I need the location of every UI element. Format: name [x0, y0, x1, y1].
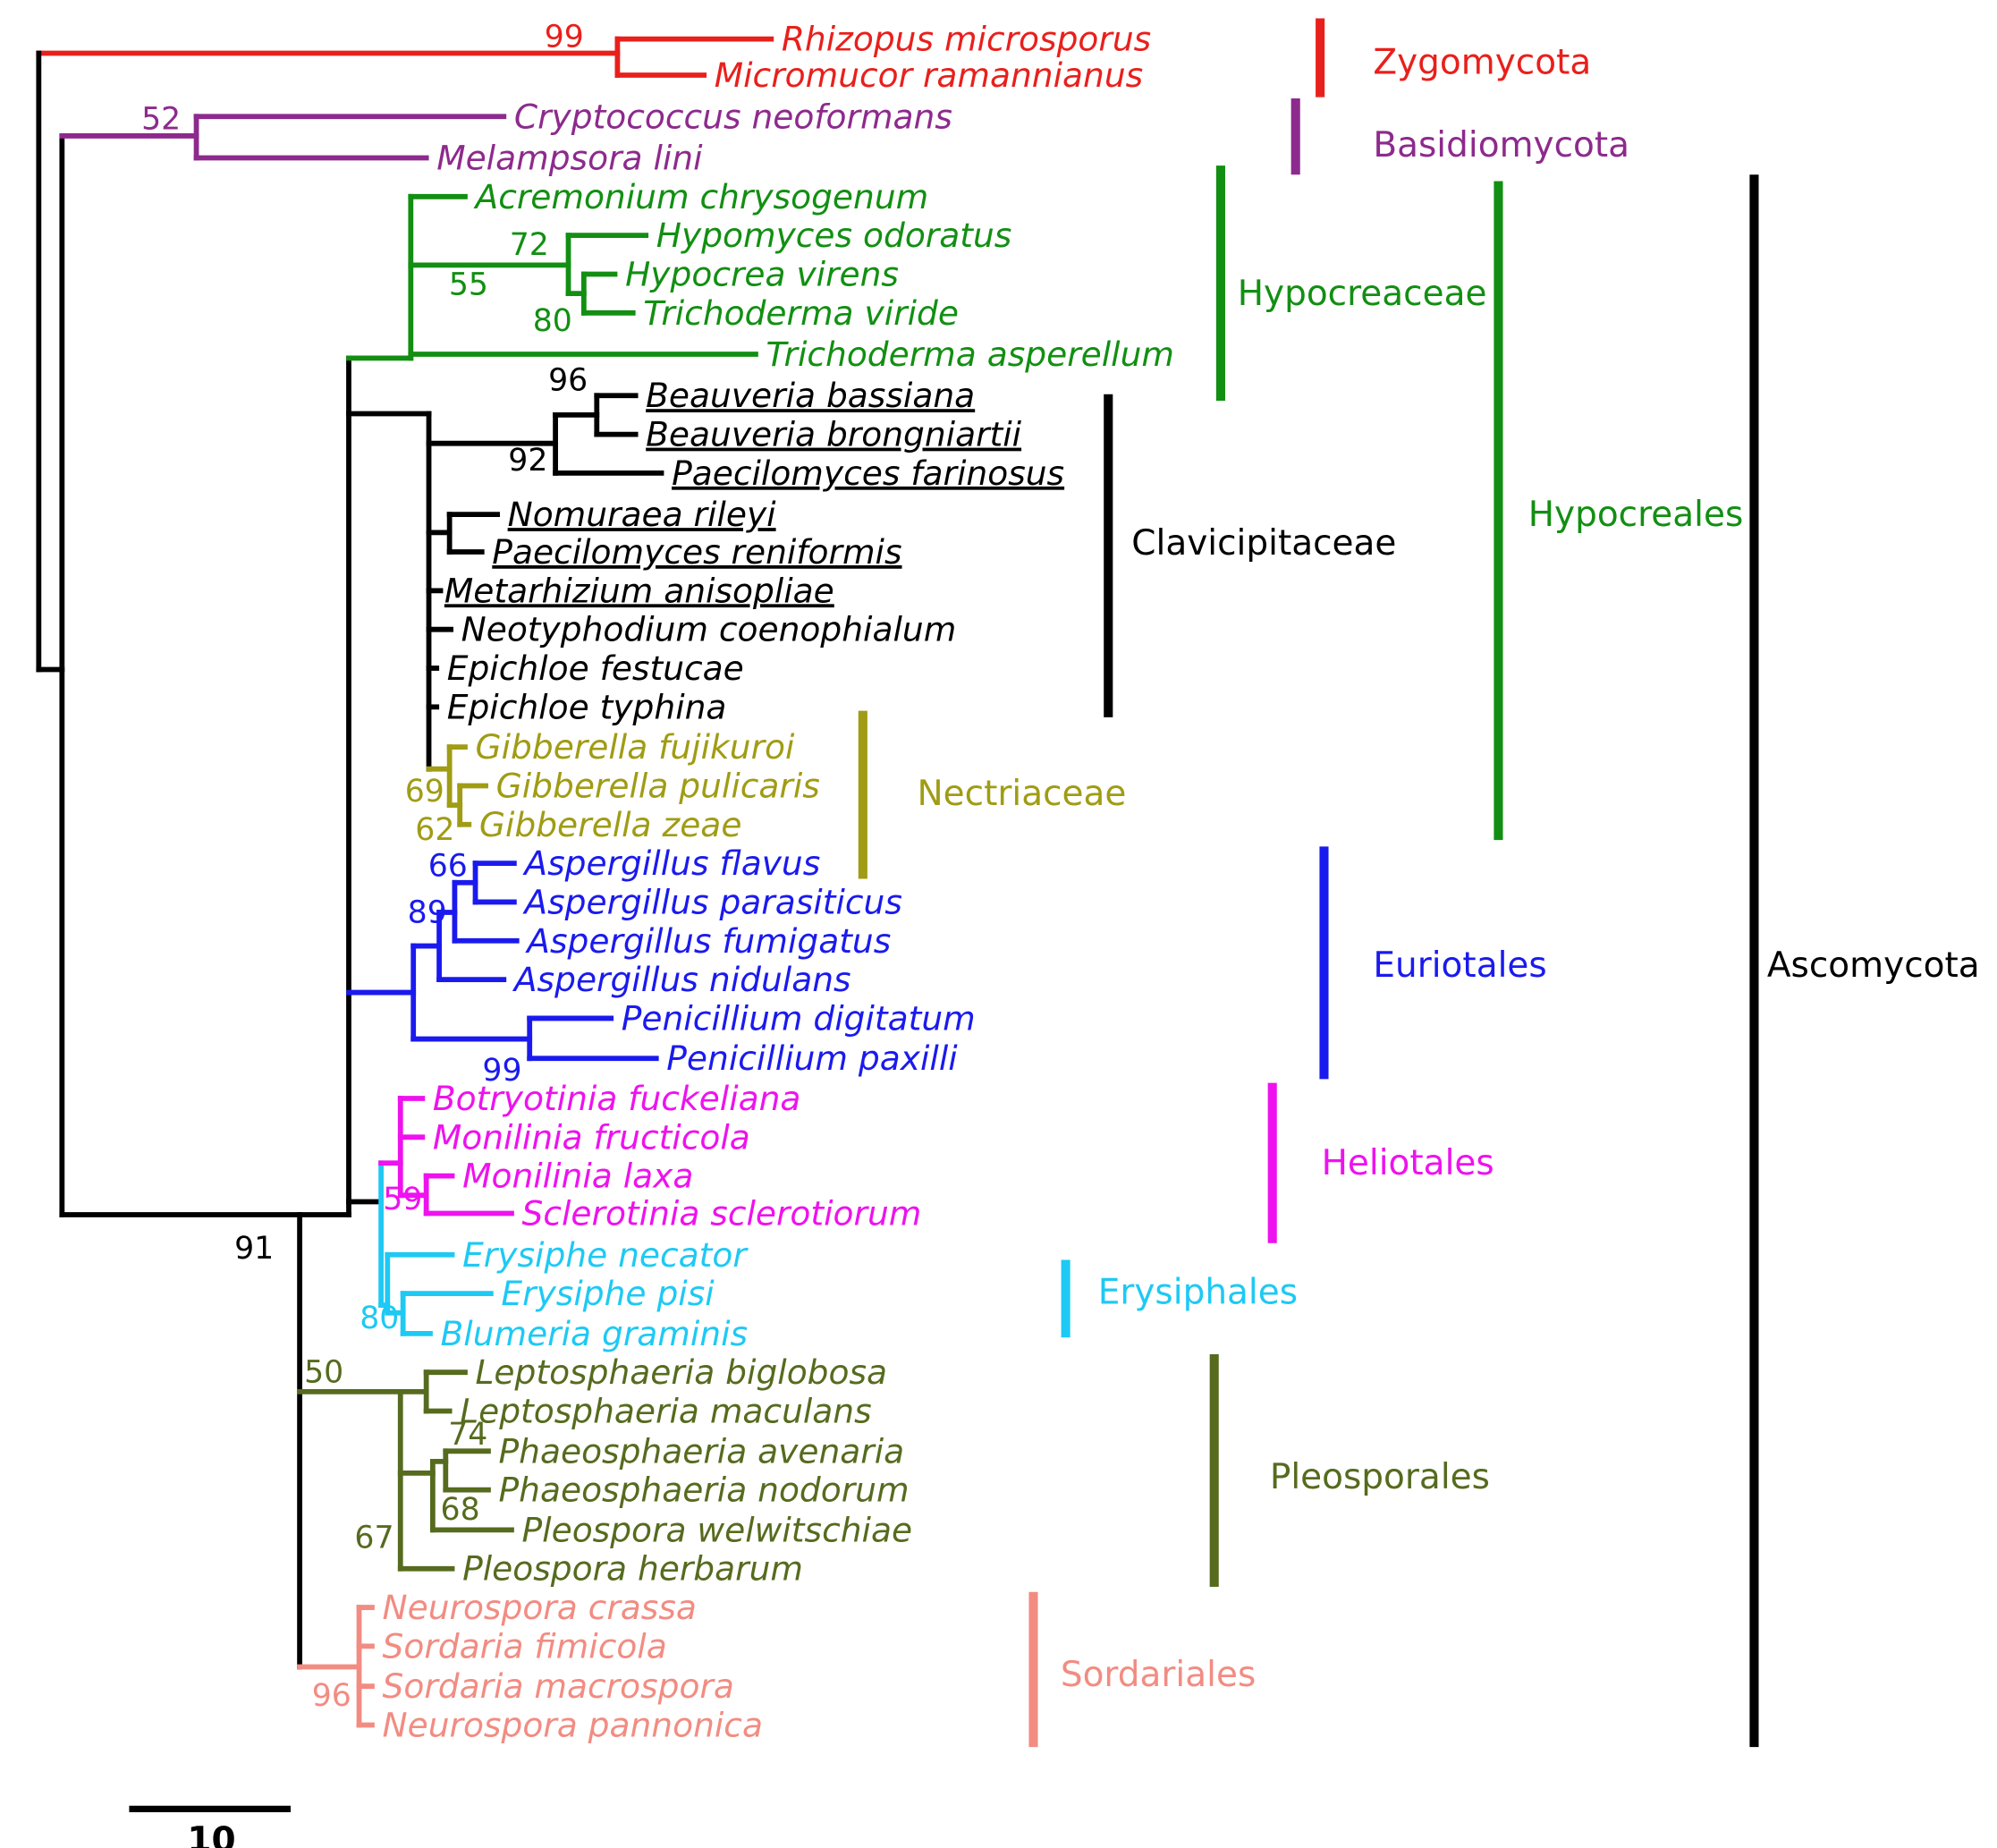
bootstrap-value: 74	[448, 1417, 487, 1453]
clade-label: Ascomycota	[1767, 945, 1980, 986]
clade-label: Clavicipitaceae	[1131, 523, 1396, 564]
taxon-label: Aspergillus parasiticus	[522, 882, 901, 921]
bootstrap-value: 99	[482, 1053, 521, 1089]
taxon-label: Sordaria fimicola	[383, 1626, 667, 1666]
bootstrap-value: 62	[415, 812, 454, 848]
bootstrap-value: 55	[449, 267, 488, 303]
taxon-label: Beauveria bassiana	[646, 376, 975, 415]
clade-label: Zygomycota	[1373, 43, 1591, 83]
bootstrap-value: 59	[383, 1182, 422, 1217]
taxon-label: Micromucor ramannianus	[715, 55, 1143, 95]
taxon-label: Sordaria macrospora	[383, 1666, 734, 1706]
taxon-label: Hypomyces odoratus	[656, 216, 1012, 255]
taxon-label: Cryptococcus neoformans	[514, 97, 952, 136]
taxon-label: Metarhizium anisopliae	[444, 571, 834, 610]
taxon-label: Neotyphodium coenophialum	[461, 610, 957, 649]
taxon-label: Monilinia laxa	[462, 1157, 693, 1196]
taxon-label: Phaeosphaeria avenaria	[499, 1431, 905, 1471]
taxon-label: Rhizopus microsporus	[782, 20, 1151, 59]
bootstrap-value: 89	[408, 895, 447, 931]
taxon-label: Penicillium paxilli	[666, 1038, 958, 1078]
clade-label: Heliotales	[1322, 1143, 1494, 1183]
bootstrap-value: 91	[234, 1231, 274, 1267]
taxon-label: Aspergillus nidulans	[512, 960, 851, 999]
taxon-label: Acremonium chrysogenum	[474, 177, 929, 216]
clade-label: Hypocreales	[1528, 495, 1744, 535]
taxon-label: Hypocrea virens	[625, 254, 899, 293]
taxon-label: Monilinia fructicola	[433, 1117, 750, 1157]
taxon-label: Epichloe festucae	[447, 648, 744, 688]
scale-bar-label: 10	[187, 1820, 235, 1848]
bootstrap-value: 50	[304, 1355, 343, 1391]
taxon-label: Botryotinia fuckeliana	[433, 1079, 801, 1118]
taxon-label: Phaeosphaeria nodorum	[499, 1471, 910, 1510]
taxon-label: Melampsora lini	[436, 138, 703, 177]
taxon-label: Leptosphaeria biglobosa	[476, 1352, 888, 1392]
clade-label: Pleosporales	[1270, 1457, 1490, 1497]
taxon-label: Epichloe typhina	[447, 687, 727, 726]
bootstrap-value: 92	[508, 443, 547, 479]
taxon-label: Paecilomyces farinosus	[672, 454, 1064, 493]
taxon-label: Erysiphe pisi	[501, 1274, 715, 1313]
bootstrap-value: 52	[141, 102, 181, 138]
taxon-label: Penicillium digitatum	[622, 998, 976, 1038]
bootstrap-value: 96	[312, 1678, 351, 1714]
bootstrap-value: 99	[545, 19, 584, 55]
clade-label: Nectriaceae	[918, 774, 1127, 814]
clade-label: Basidiomycota	[1373, 125, 1629, 165]
taxon-label: Neurospora pannonica	[383, 1706, 763, 1745]
taxon-label: Trichoderma viride	[643, 293, 959, 333]
taxon-label: Beauveria brongniartii	[646, 415, 1021, 454]
taxon-label: Gibberella pulicaris	[496, 766, 820, 805]
taxon-label: Paecilomyces reniformis	[492, 532, 901, 572]
clade-label: Hypocreaceae	[1238, 274, 1487, 314]
clade-label: Euriotales	[1373, 945, 1546, 986]
bootstrap-value: 66	[428, 849, 468, 885]
bootstrap-value: 67	[354, 1521, 393, 1556]
bootstrap-value: 80	[533, 303, 572, 339]
taxon-label: Nomuraea rileyi	[508, 495, 777, 534]
taxon-label: Blumeria graminis	[441, 1314, 749, 1353]
taxon-label: Pleospora herbarum	[462, 1549, 803, 1589]
taxon-label: Leptosphaeria maculans	[460, 1392, 871, 1431]
taxon-label: Sclerotinia sclerotiorum	[522, 1194, 922, 1233]
bootstrap-value: 69	[405, 774, 444, 810]
taxon-label: Trichoderma asperellum	[766, 335, 1174, 374]
clade-label: Sordariales	[1061, 1655, 1256, 1695]
bootstrap-value: 68	[441, 1492, 480, 1528]
taxon-label: Erysiphe necator	[462, 1235, 749, 1275]
clade-label: Erysiphales	[1098, 1273, 1298, 1313]
taxon-label: Aspergillus flavus	[522, 843, 820, 883]
taxon-label: Pleospora welwitschiae	[522, 1510, 913, 1549]
taxon-label: Gibberella zeae	[479, 805, 742, 844]
taxon-label: Neurospora crassa	[383, 1588, 697, 1627]
bootstrap-value: 72	[510, 227, 549, 263]
taxon-label: Gibberella fujikuroi	[476, 727, 795, 767]
bootstrap-value: 96	[548, 362, 588, 398]
bootstrap-value: 80	[360, 1301, 399, 1336]
taxon-label: Aspergillus fumigatus	[525, 921, 891, 961]
